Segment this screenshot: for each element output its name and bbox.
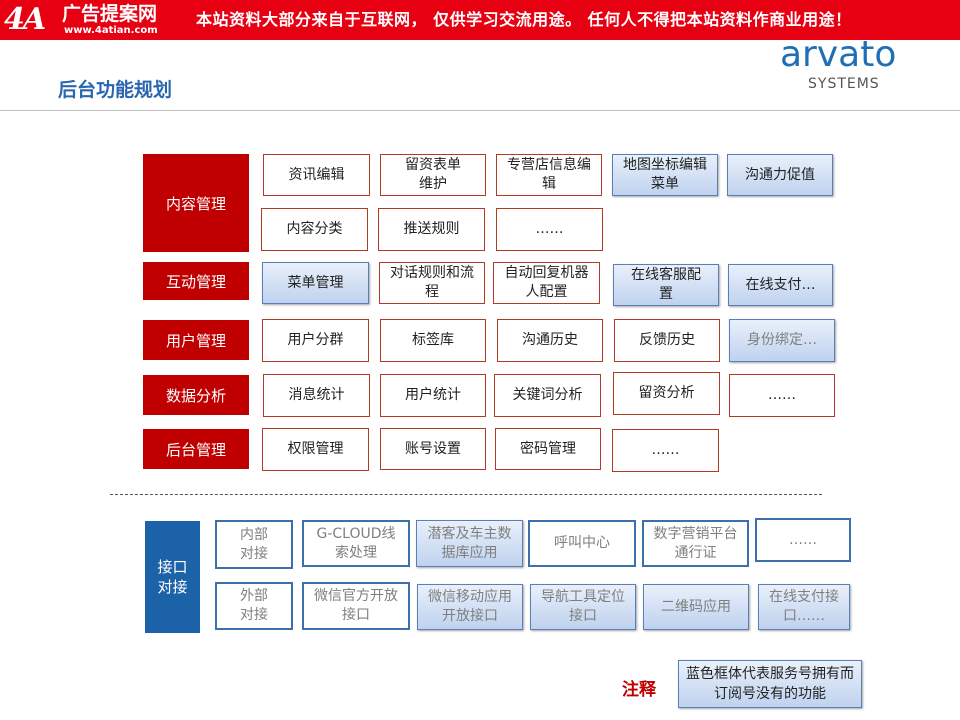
module-lead-analysis: 留资分析 <box>613 372 720 415</box>
interface-navigation-location: 导航工具定位接口 <box>530 584 636 630</box>
module-message-stats: 消息统计 <box>263 374 370 417</box>
top-banner: 4A 广告提案网 www.4atian.com 本站资料大部分来自于互联网， 仅… <box>0 0 960 40</box>
category-content-management: 内容管理 <box>143 154 249 252</box>
module-dialog-rules: 对话规则和流程 <box>379 262 485 304</box>
module-menu-management: 菜单管理 <box>262 262 369 304</box>
section-divider <box>110 494 822 495</box>
module-more-placeholder: …… <box>496 208 603 251</box>
site-logo-name: 广告提案网 <box>62 3 158 25</box>
module-more-placeholder: …… <box>729 374 835 417</box>
interface-wechat-official-api: 微信官方开放接口 <box>302 582 410 630</box>
module-lead-form: 留资表单维护 <box>380 154 486 196</box>
module-account-settings: 账号设置 <box>380 428 486 470</box>
module-contact-history: 沟通历史 <box>497 319 603 362</box>
banner-notice: 本站资料大部分来自于互联网， 仅供学习交流用途。 任何人不得把本站资料作商业用途… <box>196 10 852 29</box>
module-feedback-history: 反馈历史 <box>614 319 720 362</box>
module-identity-binding: 身份绑定… <box>729 319 835 362</box>
module-content-category: 内容分类 <box>261 208 368 251</box>
module-online-payment: 在线支付… <box>728 264 833 306</box>
module-tag-library: 标签库 <box>380 319 486 362</box>
category-user-management: 用户管理 <box>143 320 249 360</box>
note-legend-box: 蓝色框体代表服务号拥有而订阅号没有的功能 <box>678 660 862 708</box>
module-password-management: 密码管理 <box>495 428 601 470</box>
module-engagement: 沟通力促值 <box>727 154 833 196</box>
brand-logo-sub: SYSTEMS <box>808 76 880 92</box>
module-news-edit: 资讯编辑 <box>263 154 370 196</box>
interface-call-center: 呼叫中心 <box>528 520 636 567</box>
interface-internal-label: 内部对接 <box>215 520 293 569</box>
category-interface-integration: 接口对接 <box>145 521 200 633</box>
module-keyword-analysis: 关键词分析 <box>494 374 601 417</box>
site-logo-url: www.4atian.com <box>64 25 158 36</box>
module-user-stats: 用户统计 <box>380 374 486 417</box>
category-admin-management: 后台管理 <box>143 429 249 469</box>
category-data-analysis: 数据分析 <box>143 375 249 415</box>
module-online-service: 在线客服配置 <box>613 264 719 306</box>
interface-customer-database: 潜客及车主数据库应用 <box>416 520 523 567</box>
module-auto-reply-bot: 自动回复机器人配置 <box>493 262 600 304</box>
module-dealer-info: 专营店信息编辑 <box>496 154 602 196</box>
interface-online-payment: 在线支付接口…… <box>758 584 850 630</box>
note-label: 注释 <box>622 680 656 700</box>
interface-external-label: 外部对接 <box>215 582 293 630</box>
interface-marketing-passport: 数字营销平台通行证 <box>642 520 749 567</box>
interface-more-placeholder: …… <box>755 518 851 562</box>
interface-qrcode: 二维码应用 <box>643 584 749 630</box>
module-map-menu: 地图坐标编辑菜单 <box>612 154 718 196</box>
page-title: 后台功能规划 <box>58 79 173 101</box>
interface-gcloud: G-CLOUD线索处理 <box>302 520 410 567</box>
module-user-segment: 用户分群 <box>262 319 369 362</box>
module-more-placeholder: …… <box>612 429 719 472</box>
brand-logo: arvato <box>780 34 897 75</box>
module-permissions: 权限管理 <box>262 428 369 471</box>
module-push-rules: 推送规则 <box>378 208 485 251</box>
title-divider <box>0 110 960 111</box>
interface-wechat-mobile-api: 微信移动应用开放接口 <box>417 584 523 630</box>
site-logo-mark: 4A <box>4 2 46 37</box>
category-interaction-management: 互动管理 <box>143 262 249 300</box>
